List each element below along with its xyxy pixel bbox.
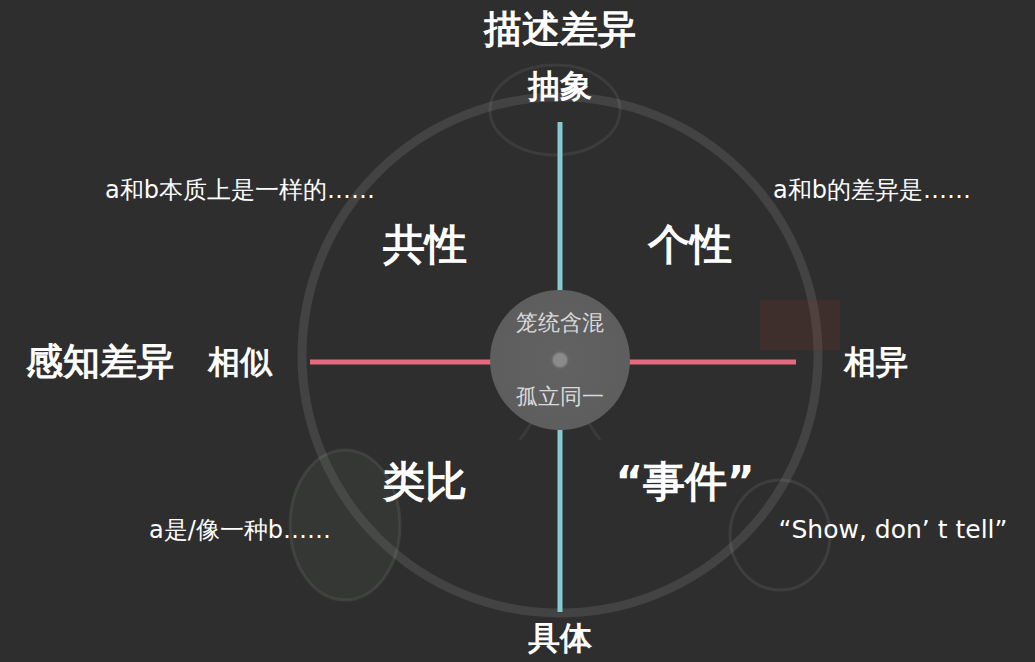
quadrant-label: 共性 — [383, 220, 467, 270]
center-circle: 笼统含混孤立同一 — [490, 290, 630, 430]
quadrant-note: “Show, don’ t tell” — [779, 515, 1008, 545]
axis-end-label: 具体 — [528, 619, 592, 657]
axis-title: 描述差异 — [484, 7, 636, 53]
quadrant-note: a和b的差异是…… — [773, 176, 971, 205]
quadrant-note: a和b本质上是一样的…… — [105, 176, 375, 205]
circle-text: 笼统含混 — [516, 310, 604, 336]
axis-end-label: 相似 — [208, 343, 272, 381]
quadrant-label: “事件” — [615, 457, 754, 507]
quadrant-label: 个性 — [648, 220, 732, 270]
quadrant-label: 类比 — [383, 457, 467, 507]
axis-title: 感知差异 — [26, 340, 174, 384]
circle-text: 孤立同一 — [516, 384, 604, 410]
axis-end-label: 抽象 — [528, 67, 592, 105]
quadrant-note: a是/像一种b…… — [149, 516, 331, 545]
axis-end-label: 相异 — [844, 343, 908, 381]
faint-sketch — [490, 65, 620, 155]
faint-sketch — [760, 300, 840, 350]
